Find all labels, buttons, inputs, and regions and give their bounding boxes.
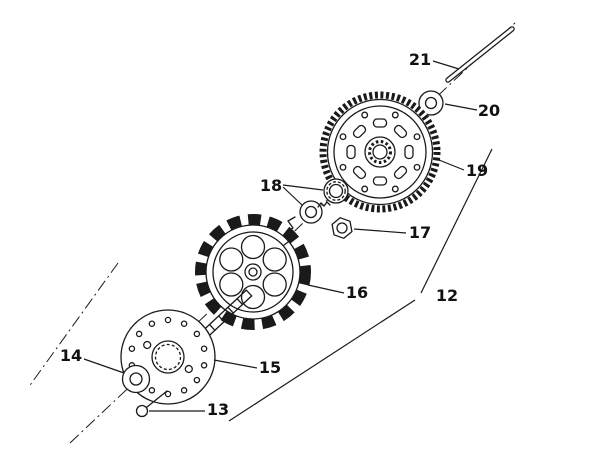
callout-19: 19 bbox=[466, 161, 488, 180]
leader-16 bbox=[307, 284, 345, 294]
basket-windows bbox=[219, 234, 287, 310]
callout-13: 13 bbox=[207, 400, 229, 419]
callout-20: 20 bbox=[478, 101, 500, 120]
callout-18: 18 bbox=[260, 176, 282, 195]
basket-hub bbox=[244, 263, 262, 281]
release-spring bbox=[283, 216, 296, 246]
callout-16: 16 bbox=[346, 283, 368, 302]
leader-lines bbox=[83, 60, 478, 412]
callout-14: 14 bbox=[60, 346, 82, 365]
spline-shaft-detail bbox=[199, 289, 253, 340]
gear-teeth-ring bbox=[319, 91, 441, 213]
leader-18b bbox=[282, 184, 324, 191]
callout-12-bracket bbox=[228, 148, 493, 422]
basket-fingers bbox=[195, 214, 311, 330]
leader-15 bbox=[213, 359, 258, 369]
main-axis-centerline bbox=[69, 21, 517, 444]
leader-14 bbox=[83, 358, 125, 374]
leader-18a bbox=[282, 186, 303, 206]
part-20-washer bbox=[418, 90, 444, 116]
part-18-spacer-set bbox=[299, 178, 349, 224]
callout-15: 15 bbox=[259, 358, 281, 377]
secondary-centerline bbox=[27, 262, 119, 389]
callout-labels: 21 20 19 18 17 16 12 15 14 13 bbox=[60, 50, 500, 419]
gear-hub bbox=[364, 136, 396, 168]
callout-17: 17 bbox=[409, 223, 431, 242]
part-13-ball bbox=[135, 390, 168, 418]
part-16-clutch-basket bbox=[194, 213, 312, 331]
plate-center-hole bbox=[151, 340, 185, 374]
part-21-push-rod bbox=[445, 26, 515, 83]
part-19-primary-driven-gear bbox=[319, 91, 441, 213]
part-14-washer bbox=[121, 364, 151, 394]
centerlines bbox=[27, 21, 517, 444]
gear-rivets bbox=[339, 111, 421, 193]
leader-17 bbox=[353, 228, 407, 234]
part-17-hex-nut bbox=[331, 216, 353, 240]
wave-mark bbox=[317, 201, 331, 208]
callout-21: 21 bbox=[409, 50, 431, 69]
leader-19 bbox=[438, 159, 465, 171]
leader-21 bbox=[432, 60, 460, 70]
callout-12: 12 bbox=[436, 286, 458, 305]
gear-slot-holes bbox=[346, 118, 414, 186]
leader-20 bbox=[444, 103, 478, 111]
